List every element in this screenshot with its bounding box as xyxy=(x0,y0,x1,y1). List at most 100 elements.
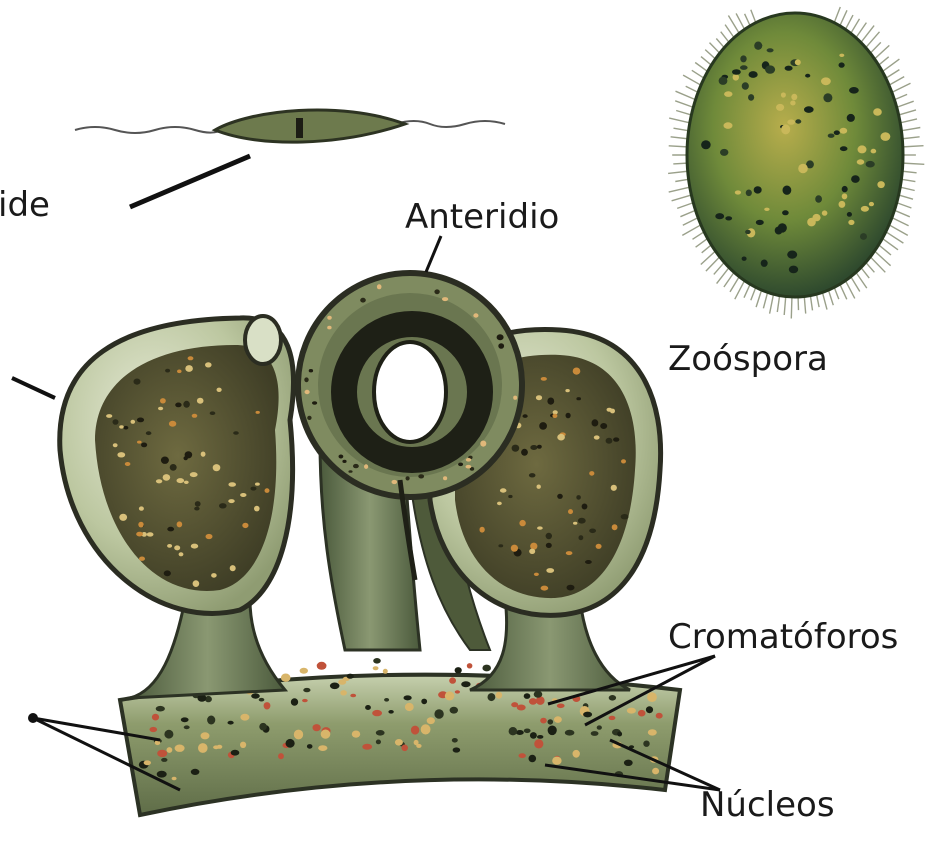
texture-dot xyxy=(828,134,835,138)
texture-dot xyxy=(576,397,581,400)
texture-dot xyxy=(785,66,793,71)
texture-dot xyxy=(373,666,379,670)
texture-dot xyxy=(871,149,877,154)
cilium xyxy=(676,91,698,100)
texture-dot xyxy=(383,669,388,674)
texture-dot xyxy=(578,518,586,524)
texture-dot xyxy=(183,401,190,408)
texture-dot xyxy=(418,474,424,478)
texture-dot xyxy=(113,443,118,447)
texture-dot xyxy=(259,698,265,702)
texture-dot xyxy=(524,729,531,734)
texture-dot xyxy=(353,464,359,468)
texture-dot xyxy=(498,544,503,547)
texture-dot xyxy=(537,485,541,489)
texture-dot xyxy=(169,421,176,427)
texture-dot xyxy=(251,487,257,491)
texture-dot xyxy=(519,753,526,758)
texture-dot xyxy=(547,398,554,405)
texture-dot xyxy=(302,699,308,702)
texture-dot xyxy=(467,663,473,668)
texture-dot xyxy=(321,730,331,739)
texture-dot xyxy=(167,747,173,753)
texture-dot xyxy=(851,175,860,183)
texture-dot xyxy=(161,758,167,762)
texture-dot xyxy=(513,396,517,400)
texture-dot xyxy=(211,573,217,578)
texture-dot xyxy=(392,480,398,484)
texture-dot xyxy=(184,481,189,484)
texture-dot xyxy=(376,740,381,745)
texture-dot xyxy=(585,560,592,564)
texture-dot xyxy=(860,233,867,240)
texture-dot xyxy=(206,534,213,539)
texture-dot xyxy=(228,499,234,503)
texture-dot xyxy=(281,674,291,682)
texture-dot xyxy=(194,507,199,511)
texture-dot xyxy=(434,709,443,719)
texture-dot xyxy=(720,149,728,156)
texture-dot xyxy=(652,768,659,775)
texture-dot xyxy=(596,544,602,549)
texture-dot xyxy=(840,128,848,134)
texture-dot xyxy=(617,732,622,737)
texture-dot xyxy=(350,694,356,698)
texture-dot xyxy=(804,106,814,113)
texture-dot xyxy=(573,750,580,758)
texture-dot xyxy=(362,744,372,750)
texture-dot xyxy=(134,379,141,385)
texture-dot xyxy=(848,220,854,225)
texture-dot xyxy=(512,445,520,452)
texture-dot xyxy=(165,369,170,373)
texture-dot xyxy=(530,732,537,739)
texture-dot xyxy=(534,573,539,576)
texture-dot xyxy=(264,702,271,709)
texture-dot xyxy=(360,298,366,303)
texture-dot xyxy=(568,509,573,514)
texture-dot xyxy=(566,413,571,419)
texture-dot xyxy=(138,522,143,528)
texture-dot xyxy=(304,377,308,382)
label-zoospora: Zoóspora xyxy=(668,342,828,376)
texture-dot xyxy=(557,704,565,709)
left-oogonium xyxy=(60,316,294,613)
texture-dot xyxy=(715,213,724,219)
texture-dot xyxy=(557,494,563,499)
texture-dot xyxy=(184,725,190,729)
texture-dot xyxy=(213,464,221,471)
texture-dot xyxy=(866,161,875,168)
texture-dot xyxy=(443,476,447,480)
texture-dot xyxy=(480,441,486,447)
texture-dot xyxy=(339,455,344,459)
texture-dot xyxy=(795,119,801,123)
texture-dot xyxy=(291,698,298,705)
texture-dot xyxy=(573,522,577,525)
texture-dot xyxy=(179,552,184,556)
texture-dot xyxy=(327,316,332,320)
texture-dot xyxy=(421,724,431,734)
texture-dot xyxy=(205,362,212,367)
texture-dot xyxy=(822,210,828,215)
texture-dot xyxy=(427,717,435,724)
texture-dot xyxy=(646,706,653,713)
texture-dot xyxy=(849,87,859,94)
texture-dot xyxy=(511,545,518,552)
texture-dot xyxy=(177,521,183,527)
texture-dot xyxy=(156,479,162,483)
texture-dot xyxy=(548,719,554,724)
texture-dot xyxy=(251,693,260,698)
texture-dot xyxy=(125,462,131,466)
texture-dot xyxy=(158,407,163,410)
texture-dot xyxy=(307,744,313,749)
texture-dot xyxy=(307,416,311,420)
texture-dot xyxy=(300,668,308,674)
texture-dot xyxy=(842,186,848,192)
texture-dot xyxy=(124,426,129,430)
texture-dot xyxy=(621,514,629,519)
texture-dot xyxy=(190,472,198,477)
texture-dot xyxy=(529,698,537,705)
texture-dot xyxy=(488,693,496,701)
texture-dot xyxy=(701,140,711,149)
texture-dot xyxy=(161,457,169,464)
texture-dot xyxy=(305,390,310,394)
